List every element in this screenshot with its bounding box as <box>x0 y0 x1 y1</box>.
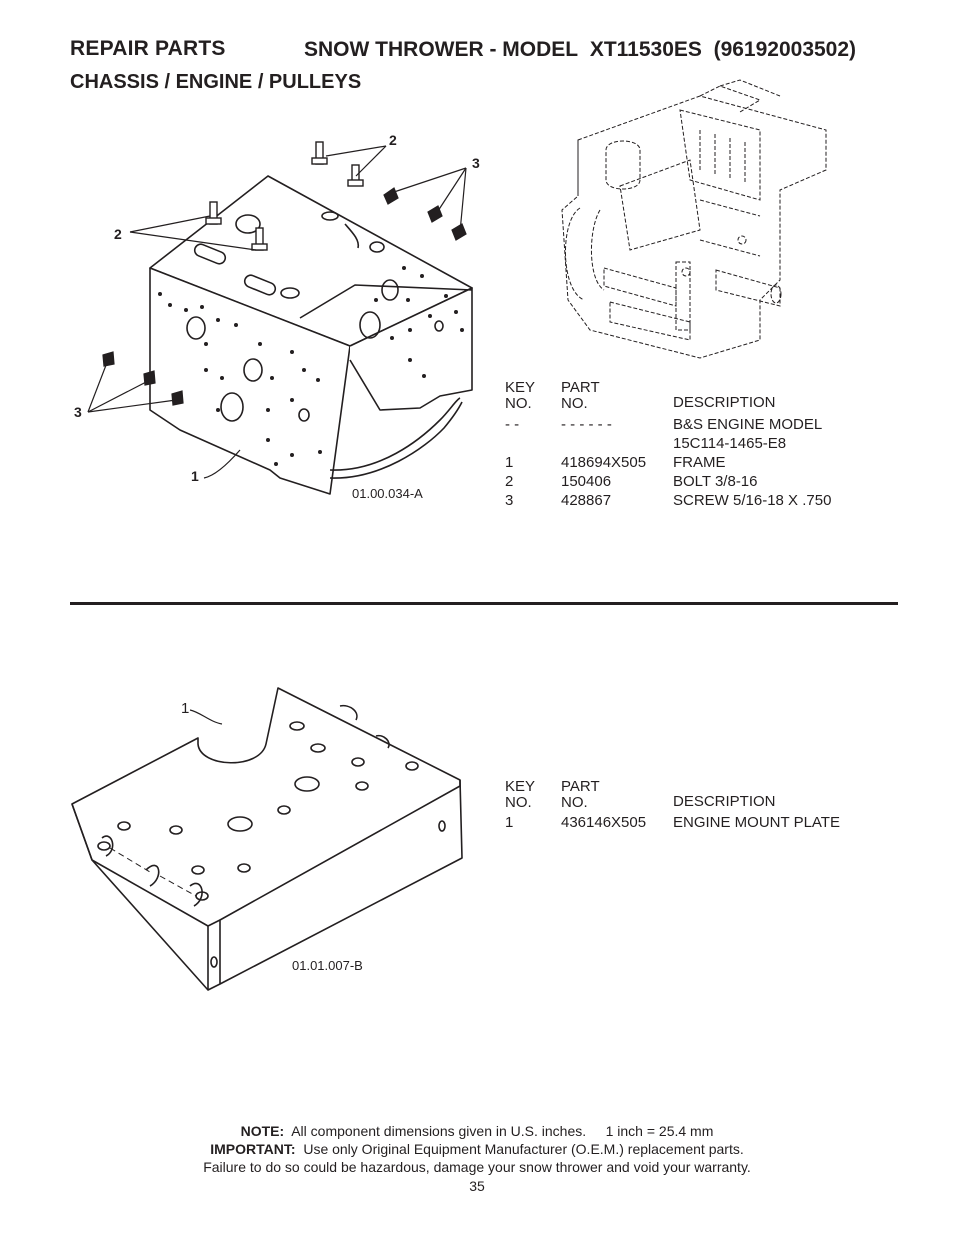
table2-head-part-2: NO. <box>561 794 588 811</box>
model-heading: SNOW THROWER - MODEL XT11530ES (96192003… <box>304 38 856 62</box>
footer-note: NOTE: All component dimensions given in … <box>0 1122 954 1140</box>
important-label: IMPORTANT: <box>210 1141 296 1157</box>
table1-row-key: 3 <box>505 492 514 509</box>
mount-plate-diagram <box>71 687 463 991</box>
table1-row-desc: FRAME <box>673 454 726 471</box>
table1-row-part: 428867 <box>561 492 612 509</box>
table2-row-part: 436146X505 <box>561 814 647 831</box>
diagram-code: 01.01.007-B <box>292 958 363 973</box>
table2-head-desc: DESCRIPTION <box>673 793 776 810</box>
table1-head-key-2: NO. <box>505 395 532 412</box>
frame-diagram <box>87 141 473 495</box>
callout-1-frame: 1 <box>191 468 199 484</box>
table1-head-part-1: PART <box>561 379 600 396</box>
table1-head-key-1: KEY <box>505 379 536 396</box>
callout-3-left: 3 <box>74 404 82 420</box>
table1-row-part: 418694X505 <box>561 454 647 471</box>
note-text: All component dimensions given in U.S. i… <box>291 1123 587 1139</box>
table1-row-desc: B&S ENGINE MODEL <box>673 416 823 433</box>
callout-2-left: 2 <box>114 226 122 242</box>
note-label: NOTE: <box>240 1123 285 1139</box>
table2-row-desc: ENGINE MOUNT PLATE <box>673 814 840 831</box>
table1-row-key: - - <box>505 416 520 433</box>
table2-head-key-1: KEY <box>505 778 536 795</box>
callout-1-plate: 1 <box>181 700 190 717</box>
section-divider <box>70 602 898 605</box>
table1-row-desc: BOLT 3/8-16 <box>673 473 758 490</box>
note-conversion: 1 inch = 25.4 mm <box>605 1123 714 1139</box>
table1-head-desc: DESCRIPTION <box>673 394 776 411</box>
table1-row-part: 150406 <box>561 473 612 490</box>
engine-diagram <box>561 79 827 359</box>
footer-warning: Failure to do so could be hazardous, dam… <box>203 1159 751 1175</box>
table2-head-key-2: NO. <box>505 794 532 811</box>
callout-2-top: 2 <box>389 132 397 148</box>
model-number: XT11530ES <box>589 38 702 61</box>
table1-row-key: 1 <box>505 454 514 471</box>
important-text: Use only Original Equipment Manufacturer… <box>303 1141 744 1157</box>
page-number: 35 <box>469 1178 485 1194</box>
table1-row-desc-2: 15C114-1465-E8 <box>673 435 787 452</box>
table2-row-key: 1 <box>505 814 514 831</box>
page-title: REPAIR PARTS <box>70 37 226 60</box>
diagram-code: 01.00.034-A <box>352 486 423 501</box>
section-title: CHASSIS / ENGINE / PULLEYS <box>70 71 362 93</box>
model-label: SNOW THROWER - MODEL <box>304 38 579 61</box>
table1-row-key: 2 <box>505 473 514 490</box>
model-code: (96192003502) <box>713 38 857 61</box>
table1-row-desc: SCREW 5/16-18 X .750 <box>673 492 832 509</box>
footer-important: IMPORTANT: Use only Original Equipment M… <box>0 1140 954 1158</box>
table2-head-part-1: PART <box>561 778 600 795</box>
table1-row-part: - - - - - - <box>561 416 612 433</box>
table1-head-part-2: NO. <box>561 395 588 412</box>
callout-3-right: 3 <box>472 155 480 171</box>
